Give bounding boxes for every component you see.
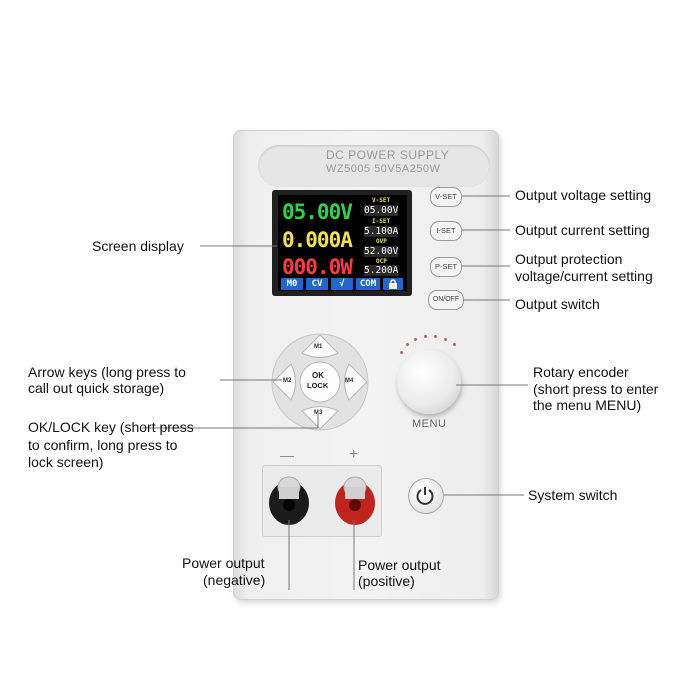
callout-voltage-setting: Output voltage setting	[515, 187, 652, 203]
nameplate-model: WZ5005 50V5A250W	[326, 163, 441, 175]
plus-sign: +	[349, 446, 359, 463]
callout-rotary-line1: Rotary encoder	[533, 364, 629, 380]
encoder-dot	[400, 351, 403, 354]
minus-sign: —	[280, 447, 294, 463]
callout-ok-lock-line2: to confirm, long press to	[28, 437, 178, 453]
callout-current-setting: Output current setting	[515, 222, 650, 238]
negative-terminal[interactable]	[266, 473, 312, 529]
lock-key-label[interactable]: LOCK	[307, 381, 329, 390]
menu-label: MENU	[412, 418, 447, 430]
callout-ok-lock-line1: OK/LOCK key (short press	[28, 419, 194, 435]
callout-screen-display: Screen display	[92, 238, 184, 254]
callout-positive-line1: Power output	[358, 557, 441, 573]
encoder-dot	[424, 335, 427, 338]
ovp-value: 52.00V	[364, 246, 399, 257]
arrow-up-label[interactable]: M1	[314, 344, 323, 350]
arrow-keypad	[271, 333, 369, 431]
arrow-left-label[interactable]: M2	[283, 378, 292, 384]
rotary-encoder-knob[interactable]	[397, 350, 461, 414]
arrow-right-label[interactable]: M4	[345, 378, 354, 384]
i-set-button[interactable]: I-SET	[430, 221, 462, 241]
iset-label: I-SET	[372, 218, 391, 225]
power-readout: 000.0W	[282, 255, 353, 279]
encoder-dot	[444, 338, 447, 341]
power-icon	[416, 487, 434, 505]
nameplate	[258, 145, 490, 187]
ovp-label: OVP	[376, 238, 387, 245]
callout-negative-line2: (negative)	[203, 572, 266, 588]
callout-arrow-keys-line2: call out quick storage)	[28, 380, 165, 396]
system-switch-button[interactable]	[408, 478, 444, 514]
com-status: COM	[356, 278, 380, 290]
memory-status: M0	[281, 278, 303, 290]
callout-rotary-line3: the menu MENU)	[533, 397, 642, 413]
vset-label: V-SET	[372, 197, 391, 204]
callout-protection-line1: Output protection	[515, 251, 623, 267]
p-set-button[interactable]: P-SET	[430, 257, 462, 277]
check-status: √	[331, 278, 353, 290]
lock-status-icon	[383, 278, 403, 290]
callout-ok-lock-line3: lock screen)	[28, 454, 104, 470]
vset-value: 05.00V	[364, 205, 399, 216]
ocp-value: 5.200A	[364, 265, 399, 276]
v-set-button[interactable]: V-SET	[430, 187, 462, 207]
callout-output-switch: Output switch	[515, 296, 600, 312]
ok-key-label[interactable]: OK	[312, 371, 324, 380]
callout-rotary-line2: (short press to enter	[533, 381, 659, 397]
iset-value: 5.100A	[364, 226, 399, 237]
positive-terminal[interactable]	[332, 473, 378, 529]
current-readout: 0.000A	[282, 228, 353, 252]
nameplate-title: DC POWER SUPPLY	[326, 148, 450, 162]
voltage-readout: 05.00V	[282, 200, 353, 224]
callout-arrow-keys-line1: Arrow keys (long press to	[28, 364, 186, 380]
encoder-dot	[414, 338, 417, 341]
encoder-dot	[434, 335, 437, 338]
callout-protection-line2: voltage/current setting	[515, 268, 653, 284]
encoder-dot	[406, 343, 409, 346]
on-off-button[interactable]: ON/OFF	[428, 290, 464, 310]
callout-system-switch: System switch	[528, 487, 618, 503]
ocp-label: OCP	[376, 258, 387, 265]
callout-negative-line1: Power output	[182, 555, 265, 571]
mode-status: CV	[306, 278, 328, 290]
callout-positive-line2: (positive)	[358, 573, 415, 589]
encoder-dot	[453, 343, 456, 346]
